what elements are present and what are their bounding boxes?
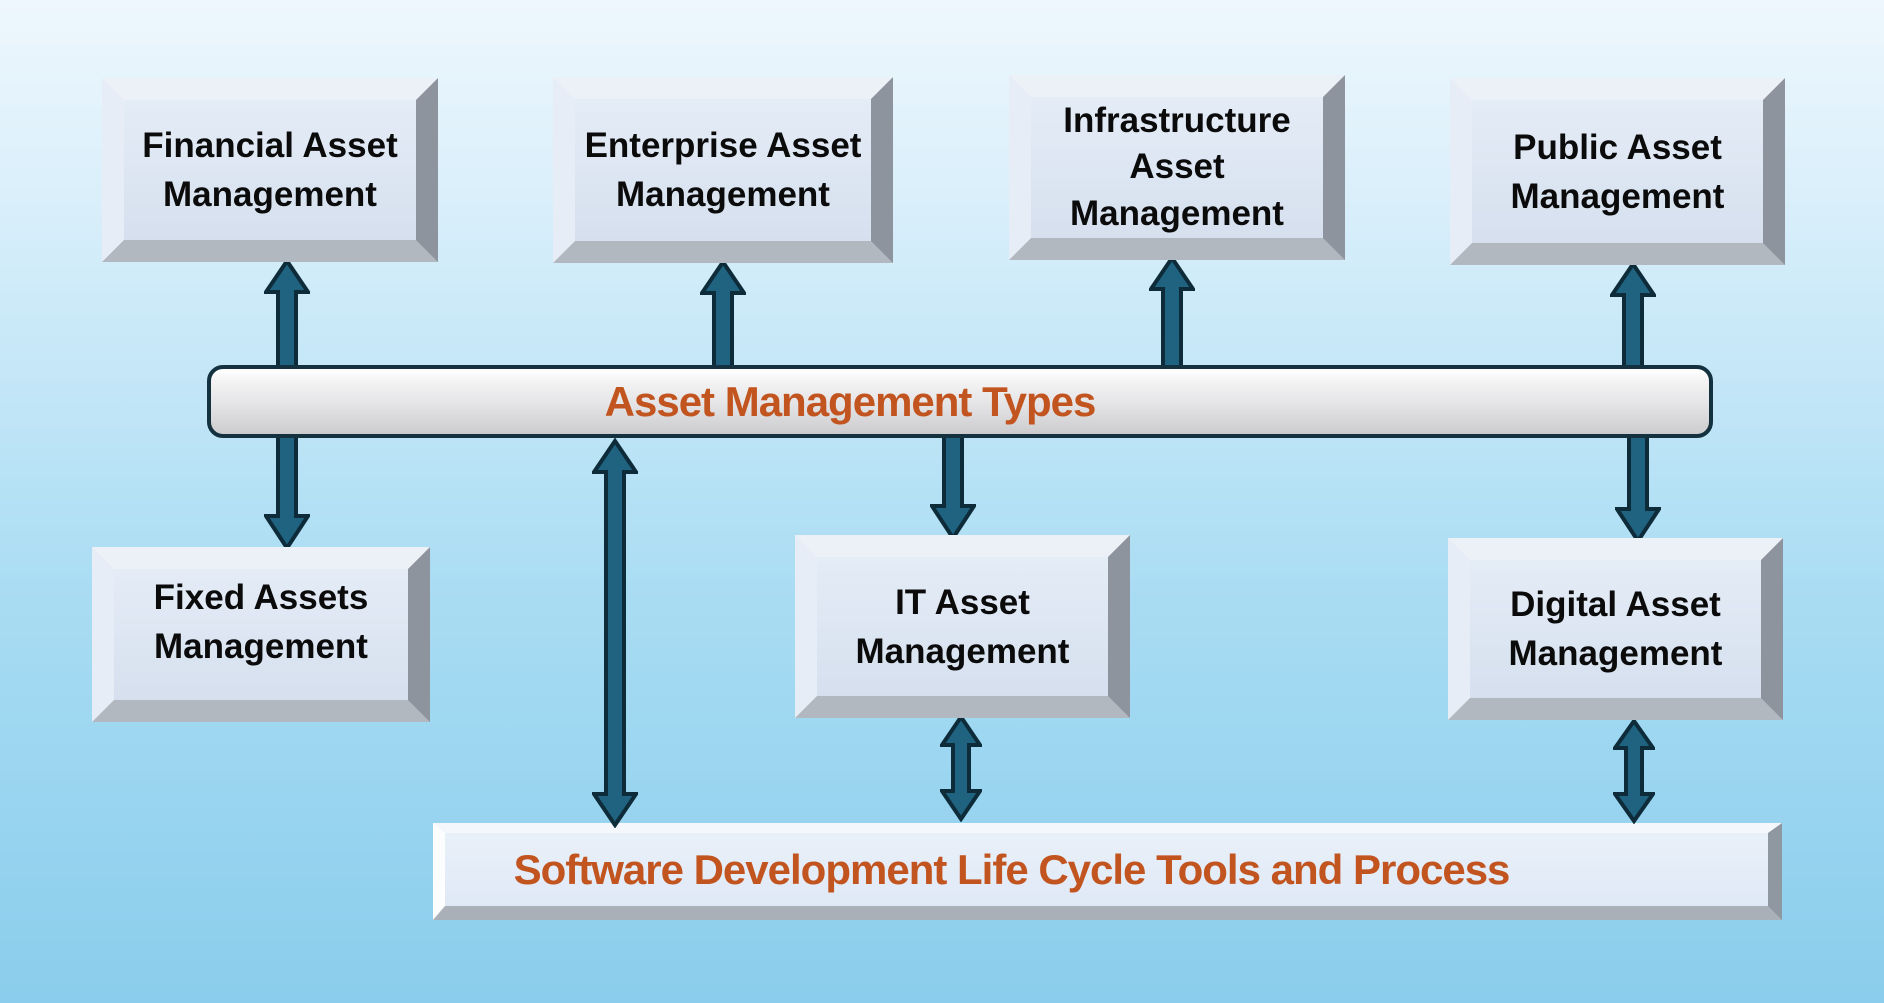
arrow-up-types-to-public-icon <box>1610 261 1656 374</box>
asset-management-types-bar: Asset Management Types <box>207 365 1713 438</box>
box-digital-asset-management: Digital Asset Management <box>1448 538 1783 720</box>
arrow-down-types-to-digital-icon <box>1615 430 1661 543</box>
box-infrastructure-asset-management: Infrastructure Asset Management <box>1009 75 1345 260</box>
box-financial-asset-management: Financial Asset Management <box>102 78 438 262</box>
arrow-double-digital-to-sdlc-icon <box>1613 718 1655 824</box>
arrow-down-types-to-fixed-icon <box>264 430 310 550</box>
arrow-double-it-to-sdlc-icon <box>940 714 982 822</box>
box-label: Financial Asset Management <box>142 126 398 214</box>
box-label: Enterprise Asset Management <box>584 126 862 214</box>
box-enterprise-asset-management: Enterprise Asset Management <box>553 77 893 263</box>
box-label: Public Asset Management <box>1510 127 1725 216</box>
box-it-asset-management: IT Asset Management <box>795 535 1130 718</box>
box-label: Digital Asset Management <box>1508 585 1723 673</box>
arrow-up-types-to-financial-icon <box>264 258 310 374</box>
box-public-asset-management: Public Asset Management <box>1450 78 1785 265</box>
arrow-down-types-to-it-icon <box>930 430 976 540</box>
sdlc-tools-bar: Software Development Life Cycle Tools an… <box>433 823 1782 920</box>
box-label: Fixed Assets Management <box>153 578 369 666</box>
box-label: IT Asset Management <box>855 582 1070 671</box>
arrow-up-types-to-enterprise-icon <box>700 259 746 374</box>
box-label: Infrastructure Asset Management <box>1063 101 1291 233</box>
arrow-double-types-to-sdlc-icon <box>592 438 638 828</box>
arrow-up-types-to-infrastructure-icon <box>1149 255 1195 374</box>
box-fixed-assets-management: Fixed Assets Management <box>92 547 430 722</box>
types-bar-label: Asset Management Types <box>604 377 1097 425</box>
sdlc-bar-label: Software Development Life Cycle Tools an… <box>513 845 1511 893</box>
